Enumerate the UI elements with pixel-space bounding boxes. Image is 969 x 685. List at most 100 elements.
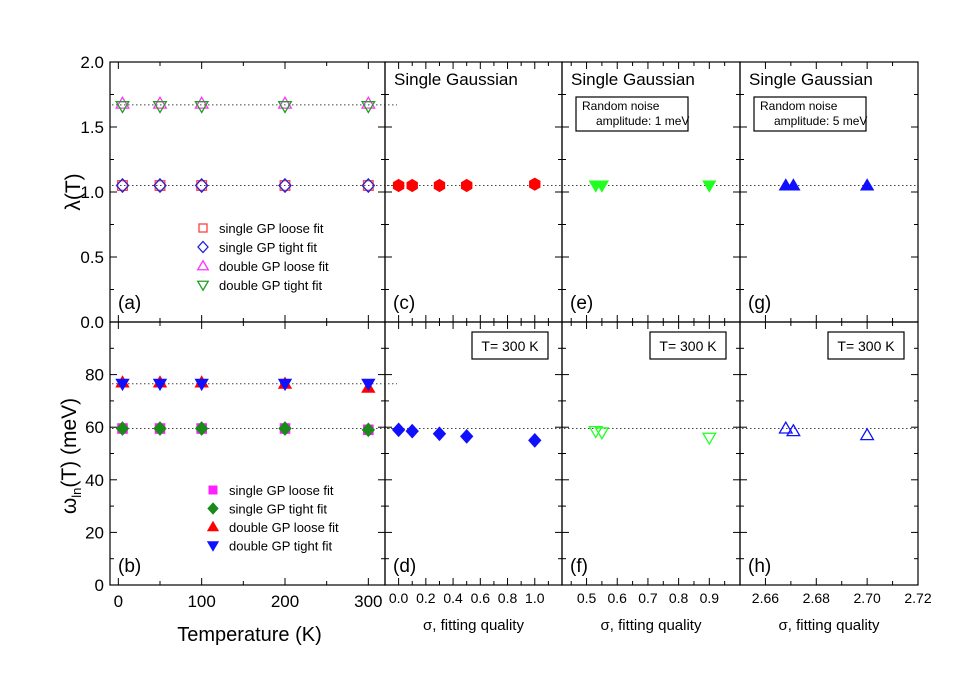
temperature-label: T= 300 K — [659, 338, 717, 354]
data-point — [785, 423, 801, 437]
data-point — [361, 177, 376, 194]
data-point — [278, 177, 292, 194]
data-point — [392, 178, 405, 193]
data-point — [194, 96, 210, 109]
legend-entry: single GP loose fit — [229, 483, 334, 498]
x-axis-label: Temperature (K) — [177, 624, 322, 646]
data-point — [528, 433, 542, 448]
x-tick-label: 0.2 — [416, 590, 436, 606]
panels: 0.00.51.01.52.0λ(T)(a)single GP loose fi… — [62, 53, 932, 646]
legend-marker — [208, 485, 218, 495]
data-point — [432, 426, 447, 442]
panel-label: (c) — [393, 293, 415, 314]
noise-box — [753, 96, 867, 132]
data-point — [115, 96, 130, 109]
noise-label-line2: amplitude: 1 meV — [596, 114, 689, 128]
legend-entry: double GP loose fit — [219, 259, 329, 274]
data-point — [588, 425, 604, 439]
noise-label-line1: Random noise — [760, 99, 838, 113]
x-tick-label: 0.4 — [443, 590, 463, 606]
data-point — [194, 378, 209, 392]
noise-box — [575, 96, 689, 132]
data-point — [361, 378, 376, 392]
y-tick-label: 60 — [85, 418, 104, 437]
legend-marker — [196, 259, 210, 271]
data-point — [702, 180, 717, 193]
legend-entry: double GP loose fit — [229, 520, 339, 535]
legend-marker — [197, 240, 209, 254]
data-point — [152, 96, 168, 109]
data-point — [277, 96, 293, 109]
data-point — [701, 432, 717, 446]
temperature-box — [471, 331, 549, 360]
legend-marker — [196, 280, 210, 292]
panel-label: (f) — [570, 556, 588, 577]
panel-label: (a) — [118, 293, 141, 314]
data-point — [460, 178, 473, 193]
temperature-label: T= 300 K — [481, 338, 539, 354]
y-tick-label: 1.5 — [80, 118, 104, 137]
data-point — [153, 177, 167, 194]
data-point — [391, 422, 406, 438]
noise-label-line1: Random noise — [582, 99, 660, 113]
panel-label: (h) — [748, 556, 771, 577]
data-point — [196, 180, 208, 191]
data-point — [406, 178, 418, 193]
data-point — [115, 378, 130, 392]
x-tick-label: 0.6 — [608, 590, 628, 606]
panel-frame — [561, 321, 741, 586]
x-tick-label: 2.66 — [752, 590, 779, 606]
data-point — [460, 429, 474, 444]
data-point — [594, 180, 610, 193]
y-tick-label: 80 — [85, 366, 104, 385]
data-point — [278, 421, 292, 436]
x-tick-label: 0 — [114, 592, 123, 611]
temperature-box — [649, 331, 727, 360]
data-point — [153, 421, 167, 436]
data-point — [194, 101, 210, 114]
legend-entry: double GP tight fit — [229, 539, 332, 554]
legend-marker — [198, 223, 208, 233]
x-tick-label: 100 — [187, 592, 215, 611]
panel-title: Single Gaussian — [394, 70, 518, 89]
data-point — [405, 423, 419, 439]
panel-frame — [739, 321, 919, 586]
data-point — [277, 101, 293, 114]
data-point — [361, 422, 376, 438]
x-tick-label: 300 — [354, 592, 382, 611]
y-tick-label: 40 — [85, 471, 104, 490]
data-point — [362, 180, 374, 191]
temperature-box — [827, 331, 905, 360]
y-tick-label: 1.0 — [80, 183, 104, 202]
data-point — [594, 427, 610, 441]
x-tick-label: 0.9 — [700, 590, 720, 606]
noise-label-line2: amplitude: 5 meV — [774, 114, 867, 128]
x-tick-label: 2.70 — [854, 590, 881, 606]
data-point — [152, 101, 168, 114]
panel-c: (c) Single Gaussian — [384, 61, 563, 323]
x-axis-label: σ, fitting quality — [779, 617, 880, 634]
x-tick-label: 1.0 — [525, 590, 545, 606]
panel-title: Single Gaussian — [571, 70, 695, 89]
panel-frame — [384, 61, 563, 323]
data-point — [786, 178, 801, 191]
legend-entry: single GP loose fit — [219, 221, 324, 236]
data-point — [859, 178, 875, 191]
data-point — [360, 96, 376, 109]
y-tick-label: 0 — [95, 576, 104, 595]
panel-label: (d) — [393, 556, 416, 577]
legend-marker — [206, 520, 220, 532]
x-axis-label: σ, fitting quality — [423, 617, 524, 634]
y-tick-label: 20 — [85, 523, 104, 542]
data-point — [859, 427, 875, 441]
x-tick-label: 200 — [271, 592, 299, 611]
y-axis-label-bottom: ωln(T) (meV) — [58, 398, 84, 514]
